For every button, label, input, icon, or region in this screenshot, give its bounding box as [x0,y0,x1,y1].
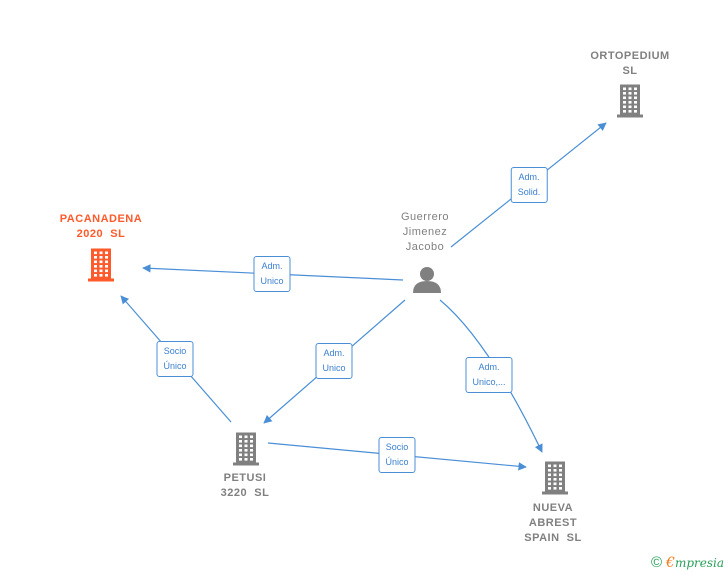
copyright-icon: © [650,554,663,571]
footer-brand[interactable]: © € mpresia [651,554,724,571]
edge-label-guerrero-ortopedium[interactable]: Adm. Solid. [510,167,548,203]
person-icon[interactable] [413,267,441,293]
building-icon[interactable] [88,248,114,282]
edge-label-petusi-nueva[interactable]: Socio Único [378,437,416,473]
node-label-petusi[interactable]: PETUSI 3220 SL [220,472,270,499]
edge-label-petusi-pacanadena[interactable]: Socio Único [156,341,194,377]
node-label-nueva[interactable]: NUEVA ABREST SPAIN SL [524,502,582,544]
edge-label-guerrero-nueva[interactable]: Adm. Unico,... [465,357,513,393]
building-icon[interactable] [233,432,259,466]
brand-logo-text: mpresia [674,555,724,570]
edge-label-guerrero-petusi[interactable]: Adm. Unico [315,343,353,379]
building-icon[interactable] [617,84,643,118]
edge-label-guerrero-pacanadena[interactable]: Adm. Unico [253,256,291,292]
node-label-guerrero[interactable]: Guerrero Jimenez Jacobo [400,211,450,253]
node-label-ortopedium[interactable]: ORTOPEDIUM SL [590,50,670,77]
node-label-pacanadena[interactable]: PACANADENA 2020 SL [59,213,143,240]
building-icon[interactable] [542,461,568,495]
brand-logo-e: € [666,554,675,571]
